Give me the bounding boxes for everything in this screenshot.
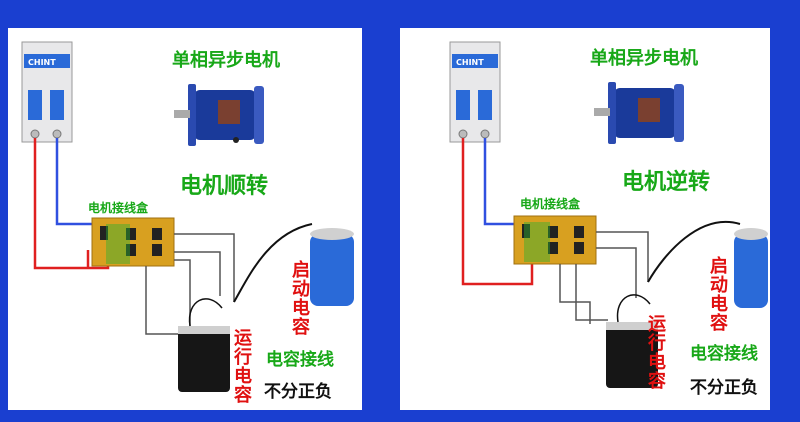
start-capacitor-label: 启动电容 xyxy=(707,256,728,332)
run-capacitor-icon xyxy=(178,298,230,392)
junction-box-icon xyxy=(91,217,175,267)
wiring-svg-reverse: CHINT xyxy=(449,41,768,388)
junction-box-label: 电机接线盒 xyxy=(88,201,149,215)
start-capacitor-icon xyxy=(734,228,768,308)
circuit-breaker-icon: CHINT xyxy=(449,41,501,143)
run-capacitor-icon xyxy=(606,294,658,388)
run-capacitor-label: 运行电容 xyxy=(645,314,666,390)
panel-forward-rotation: CHINT xyxy=(8,28,362,410)
motor-icon xyxy=(174,84,264,146)
capacitor-note-line1: 电容接线 xyxy=(266,350,334,370)
motor-title: 单相异步电机 xyxy=(172,50,280,71)
wiring-svg-forward: CHINT xyxy=(21,41,354,392)
direction-title: 电机顺转 xyxy=(180,174,269,199)
start-capacitor-icon xyxy=(310,228,354,306)
live-wire xyxy=(461,138,534,286)
capacitor-note-line2: 不分正负 xyxy=(264,382,332,402)
capacitor-note-line1: 电容接线 xyxy=(690,344,758,364)
neutral-wire xyxy=(55,138,92,226)
breaker-brand: CHINT xyxy=(456,58,484,67)
run-capacitor-label: 运行电容 xyxy=(231,328,252,404)
junction-box-icon xyxy=(513,215,597,265)
direction-title: 电机逆转 xyxy=(622,170,711,195)
motor-icon xyxy=(594,82,684,144)
motor-title: 单相异步电机 xyxy=(590,48,698,69)
junction-box-label: 电机接线盒 xyxy=(520,197,581,211)
capacitor-note-line2: 不分正负 xyxy=(690,378,758,398)
panel-reverse-rotation: CHINT xyxy=(400,28,770,410)
circuit-breaker-icon: CHINT xyxy=(21,41,73,143)
breaker-brand: CHINT xyxy=(28,58,56,67)
neutral-wire xyxy=(483,138,518,226)
start-capacitor-label: 启动电容 xyxy=(289,260,310,336)
